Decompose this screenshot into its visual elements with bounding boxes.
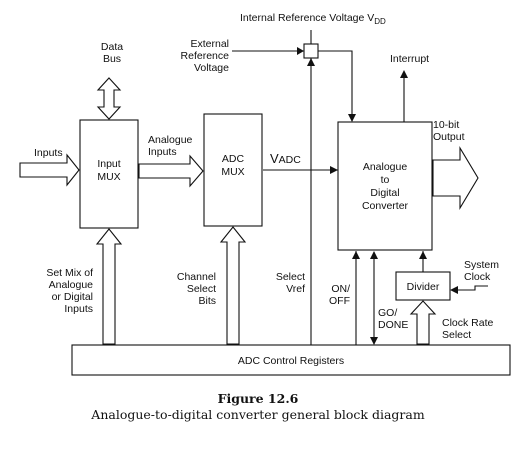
interrupt-arrowhead — [400, 70, 408, 78]
output-arrow — [432, 146, 479, 210]
data-bus-label-1: Data — [101, 41, 123, 53]
clock-rate-arrow — [409, 300, 437, 345]
external-ref-label-3: Voltage — [194, 62, 229, 74]
system-clock-line — [451, 285, 488, 291]
adc-mux-label-1: ADC — [222, 153, 245, 165]
reference-line — [318, 50, 353, 121]
channel-select-label-1: Channel — [177, 271, 216, 283]
external-ref-label-1: External — [190, 38, 229, 50]
converter-label-1: Analogue — [363, 161, 408, 173]
on-off-arrowhead — [352, 251, 360, 259]
select-vref-label-1: Select — [276, 271, 305, 283]
reference-selector-box — [303, 43, 319, 59]
output-label-2: Output — [433, 131, 465, 143]
vadc-arrowhead — [330, 166, 338, 174]
system-clock-label-2: Clock — [464, 271, 491, 283]
internal-ref-label: Internal Reference Voltage VDD — [240, 12, 386, 26]
select-vref-arrowhead — [307, 58, 315, 66]
system-clock-arrowhead — [450, 286, 458, 294]
channel-select-label-2: Select — [187, 283, 216, 295]
reference-arrowhead — [348, 114, 356, 122]
on-off-label-2: OFF — [329, 295, 350, 307]
divider-out-arrowhead — [419, 251, 427, 259]
clock-rate-label-1: Clock Rate — [442, 317, 494, 329]
input-mux-label-1: Input — [97, 158, 120, 170]
set-mix-label-2: Analogue — [49, 279, 94, 291]
system-clock-label-1: System — [464, 259, 499, 271]
set-mix-label-3: or Digital — [52, 291, 93, 303]
vadc-label: VADC — [270, 151, 301, 166]
set-mix-label-1: Set Mix of — [46, 267, 93, 279]
analogue-inputs-label-1: Analogue — [148, 134, 193, 146]
converter-label-4: Converter — [362, 200, 409, 212]
data-bus-arrow — [96, 77, 122, 120]
go-done-arrowhead-down — [370, 337, 378, 345]
converter-label-2: to — [381, 174, 390, 186]
converter-label-3: Digital — [370, 187, 399, 199]
go-done-label-1: GO/ — [378, 307, 397, 319]
control-registers-label: ADC Control Registers — [238, 355, 344, 367]
control-registers-block — [71, 344, 511, 376]
figure-subtitle: Analogue-to-digital converter general bl… — [90, 407, 425, 422]
go-done-label-2: DONE — [378, 319, 408, 331]
divider-label: Divider — [407, 281, 440, 293]
adc-mux-block — [203, 113, 263, 227]
external-ref-label-2: Reference — [181, 50, 230, 62]
external-ref-arrowhead — [297, 47, 304, 55]
input-mux-block — [79, 119, 139, 229]
inputs-label: Inputs — [34, 147, 63, 159]
analogue-inputs-arrow — [138, 154, 204, 188]
figure-title: Figure 12.6 — [218, 391, 299, 406]
channel-select-arrow — [219, 226, 247, 345]
clock-rate-label-2: Select — [442, 329, 471, 341]
set-mix-label-4: Inputs — [64, 303, 93, 315]
interrupt-label: Interrupt — [390, 53, 429, 65]
output-label-1: 10-bit — [433, 119, 459, 131]
go-done-arrowhead-up — [370, 251, 378, 259]
analogue-inputs-label-2: Inputs — [148, 146, 177, 158]
set-mix-arrow — [95, 228, 123, 345]
adc-mux-label-2: MUX — [221, 166, 244, 178]
on-off-label-1: ON/ — [331, 283, 350, 295]
data-bus-label-2: Bus — [103, 53, 121, 65]
inputs-arrow — [19, 153, 80, 187]
channel-select-label-3: Bits — [198, 295, 216, 307]
converter-block — [337, 121, 433, 251]
select-vref-label-2: Vref — [286, 283, 305, 295]
input-mux-label-2: MUX — [97, 171, 120, 183]
